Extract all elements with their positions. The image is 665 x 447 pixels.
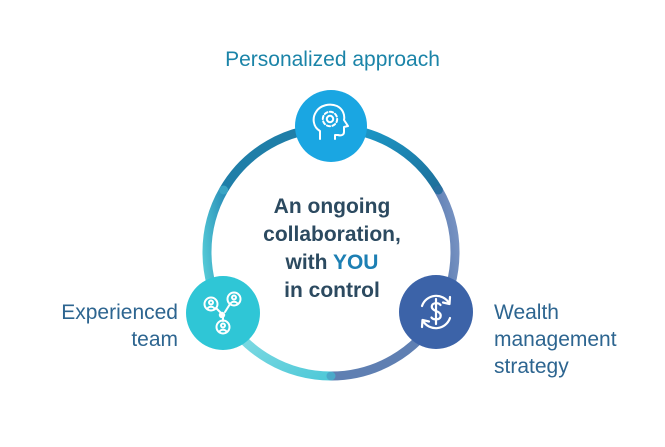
- node-label-personalized-approach: Personalized approach: [225, 48, 440, 71]
- dollar-cycle-icon: [420, 294, 452, 330]
- center-line: with YOU: [232, 249, 432, 277]
- node-label-wealth-management-strategy: Wealth management strategy: [494, 299, 659, 380]
- center-statement: An ongoing collaboration, with YOU in co…: [232, 193, 432, 305]
- center-line: in control: [284, 279, 380, 302]
- label-line: management: [494, 328, 617, 351]
- node-personalized-approach: [295, 90, 367, 162]
- label-line: strategy: [494, 355, 569, 378]
- center-prefix: with: [285, 251, 333, 274]
- brain-gear-icon: [312, 103, 349, 140]
- center-line: collaboration,: [263, 223, 401, 246]
- node-wealth-management-strategy: [399, 275, 473, 349]
- label-line: team: [131, 328, 178, 351]
- label-line: Experienced: [61, 301, 178, 324]
- center-line: An ongoing: [273, 195, 391, 218]
- node-label-experienced-team: Experienced team: [28, 299, 178, 353]
- label-line: Wealth: [494, 301, 559, 324]
- node-experienced-team: [186, 276, 260, 350]
- center-emphasis: YOU: [332, 251, 379, 274]
- team-network-icon: [203, 291, 242, 335]
